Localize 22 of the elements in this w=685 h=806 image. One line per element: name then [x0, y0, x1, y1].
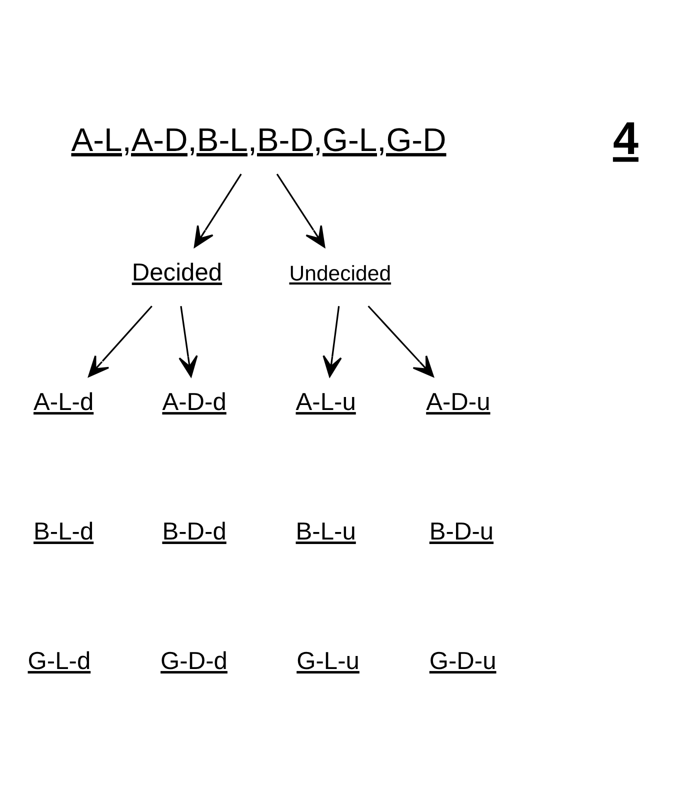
node-text: A-D-u	[426, 388, 490, 416]
node-text: B-D-u	[429, 518, 494, 546]
label: 4	[612, 112, 638, 164]
node-text: Decided	[132, 259, 222, 286]
node-text: Undecided	[289, 260, 392, 285]
node-text: A-L-u	[296, 388, 356, 416]
arrow	[88, 305, 152, 377]
arrow	[322, 306, 342, 377]
node-text: A-L,A-D,B-L,B-D,G-L,G-D	[71, 120, 446, 158]
node-text: A-D-d	[162, 388, 226, 416]
arrow	[276, 173, 326, 248]
node-text: B-L-u	[296, 518, 356, 546]
node-text: G-L-d	[28, 648, 91, 675]
arrow	[368, 305, 434, 377]
node-text: G-L-u	[296, 648, 360, 675]
node-text: B-D-d	[162, 518, 226, 546]
arrow	[178, 306, 198, 377]
node-text: A-L-d	[34, 388, 94, 416]
node-text: G-D-d	[160, 648, 228, 675]
node-text: B-L-d	[34, 518, 94, 546]
node-text: G-D-u	[429, 648, 496, 675]
arrow	[194, 173, 242, 248]
